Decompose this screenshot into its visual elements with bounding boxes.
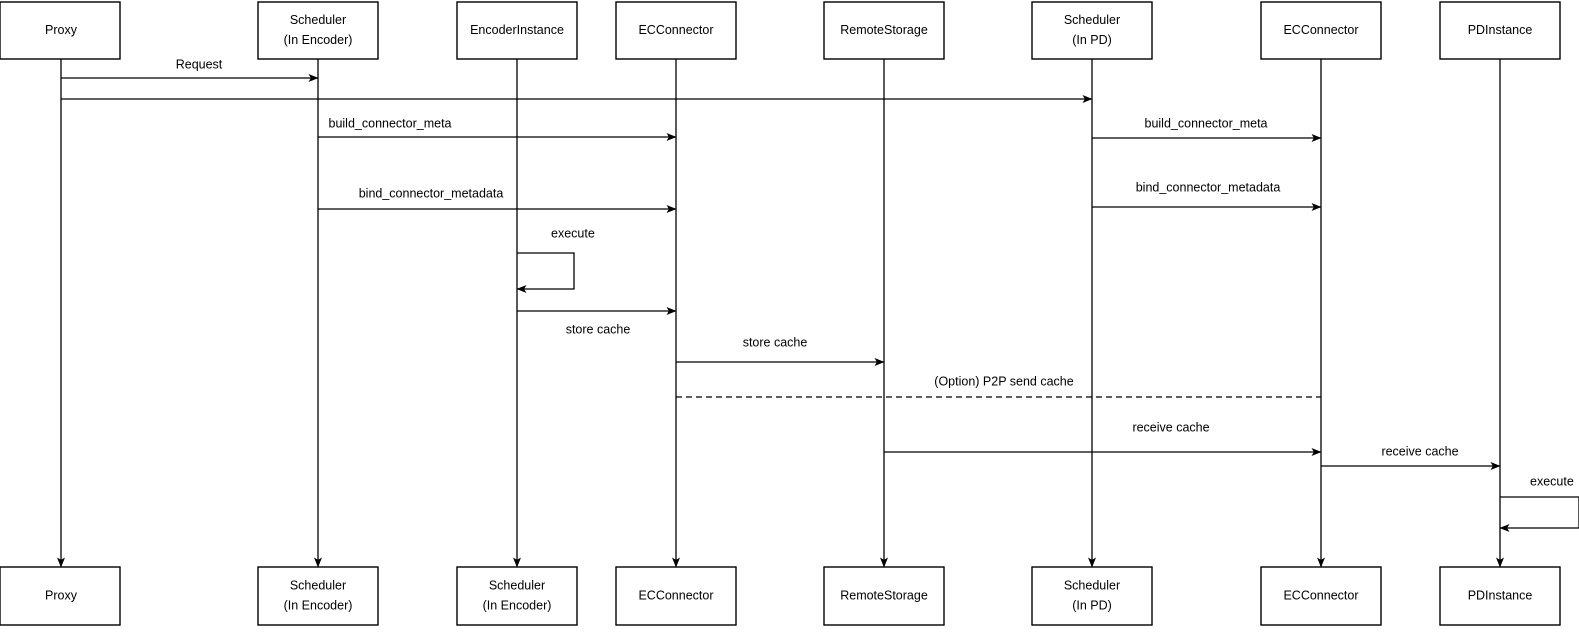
self-messages-layer: execute execute xyxy=(516,226,1579,532)
lifelines-layer xyxy=(57,59,1504,568)
participant-header-label: EncoderInstance xyxy=(470,23,564,37)
participant-footer-label-line1: Scheduler xyxy=(290,578,346,592)
participant-footer-ec_conn_pd[interactable]: ECConnector xyxy=(1260,566,1382,626)
participant-headers-layer: Proxy Scheduler (In Encoder) EncoderInstanc… xyxy=(0,1,1561,60)
participant-header-label: ECConnector xyxy=(638,23,713,37)
message-m5[interactable]: bind_connector_metadata xyxy=(318,186,677,213)
participant-footer-label: PDInstance xyxy=(1468,588,1533,602)
participant-header-pd_inst[interactable]: PDInstance xyxy=(1439,1,1561,60)
message-label-m4: build_connector_meta xyxy=(1145,116,1268,130)
participant-header-label-line2: (In Encoder) xyxy=(284,33,353,47)
participant-header-ec_conn_enc[interactable]: ECConnector xyxy=(615,1,737,60)
participant-header-sched_enc[interactable]: Scheduler (In Encoder) xyxy=(257,1,379,60)
self-message-s1[interactable]: execute xyxy=(516,226,595,293)
message-label-m5: bind_connector_metadata xyxy=(359,186,504,200)
message-label-m7: store cache xyxy=(566,322,631,336)
participant-footer-label-line2: (In PD) xyxy=(1072,598,1112,612)
message-m10[interactable]: receive cache xyxy=(884,420,1322,456)
participant-header-label-line2: (In PD) xyxy=(1072,33,1112,47)
participant-header-label: RemoteStorage xyxy=(840,23,928,37)
self-message-path-s1 xyxy=(516,252,575,293)
message-label-m1: Request xyxy=(176,57,223,71)
message-m8[interactable]: store cache xyxy=(676,335,885,366)
participant-header-label-line1: Scheduler xyxy=(1064,13,1120,27)
participant-header-ec_conn_pd[interactable]: ECConnector xyxy=(1260,1,1382,60)
participant-footer-label: Proxy xyxy=(45,588,78,602)
participant-header-label: ECConnector xyxy=(1283,23,1358,37)
participant-header-sched_pd[interactable]: Scheduler (In PD) xyxy=(1031,1,1153,60)
message-m11[interactable]: receive cache xyxy=(1321,444,1501,470)
self-message-path-s2 xyxy=(1499,496,1579,532)
message-m6[interactable]: bind_connector_metadata xyxy=(1092,180,1322,211)
participant-footer-label-line1: Scheduler xyxy=(489,578,545,592)
message-m7[interactable]: store cache xyxy=(517,307,677,336)
message-m3[interactable]: build_connector_meta xyxy=(318,116,677,141)
participant-header-remote_store[interactable]: RemoteStorage xyxy=(823,1,945,60)
participant-header-label-line1: Scheduler xyxy=(290,13,346,27)
participant-header-encoder_inst[interactable]: EncoderInstance xyxy=(456,1,578,60)
participant-footer-label-line1: Scheduler xyxy=(1064,578,1120,592)
participant-header-label: PDInstance xyxy=(1468,23,1533,37)
participant-footer-sched_enc[interactable]: Scheduler (In Encoder) xyxy=(257,566,379,626)
self-message-s2[interactable]: execute xyxy=(1499,474,1579,532)
message-label-m10: receive cache xyxy=(1132,420,1209,434)
participant-footer-proxy[interactable]: Proxy xyxy=(0,566,121,626)
message-label-m8: store cache xyxy=(743,335,808,349)
participant-footer-pd_inst[interactable]: PDInstance xyxy=(1439,566,1561,626)
message-label-m6: bind_connector_metadata xyxy=(1136,180,1281,194)
self-message-label-s2: execute xyxy=(1530,474,1574,488)
message-label-m3: build_connector_meta xyxy=(329,116,452,130)
participant-footer-label: RemoteStorage xyxy=(840,588,928,602)
participant-footer-label: ECConnector xyxy=(638,588,713,602)
message-label-m9: (Option) P2P send cache xyxy=(934,374,1073,388)
participant-footer-label-line2: (In Encoder) xyxy=(284,598,353,612)
messages-layer: Request build_connector_meta build_connect… xyxy=(61,57,1501,470)
participant-header-label: Proxy xyxy=(45,23,78,37)
participant-header-proxy[interactable]: Proxy xyxy=(0,1,121,60)
participant-footer-ec_conn_enc[interactable]: ECConnector xyxy=(615,566,737,626)
message-label-m11: receive cache xyxy=(1381,444,1458,458)
participant-footer-encoder_inst[interactable]: Scheduler (In Encoder) xyxy=(456,566,578,626)
message-m1[interactable]: Request xyxy=(61,57,319,82)
self-message-label-s1: execute xyxy=(551,226,595,240)
message-m9[interactable]: (Option) P2P send cache xyxy=(676,374,1321,398)
participant-footers-layer: Proxy Scheduler (In Encoder) Scheduler (In E… xyxy=(0,566,1561,626)
participant-footer-remote_store[interactable]: RemoteStorage xyxy=(823,566,945,626)
message-m4[interactable]: build_connector_meta xyxy=(1092,116,1322,142)
participant-footer-label-line2: (In Encoder) xyxy=(483,598,552,612)
participant-footer-label: ECConnector xyxy=(1283,588,1358,602)
participant-footer-sched_pd[interactable]: Scheduler (In PD) xyxy=(1031,566,1153,626)
